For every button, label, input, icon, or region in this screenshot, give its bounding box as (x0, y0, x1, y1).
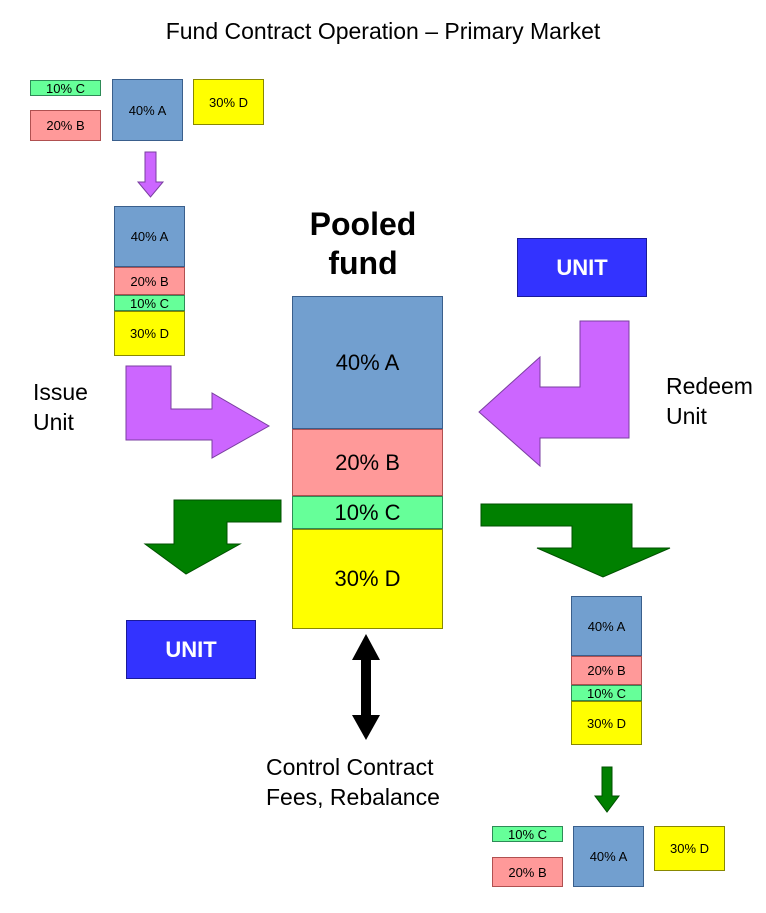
control-contract-label-line2: Fees, Rebalance (266, 784, 440, 810)
redeem-unit-label-line1: Redeem (666, 373, 753, 399)
out-asset-box-b: 20% B (492, 857, 563, 887)
stack-redeem-a: 40% A (571, 596, 642, 656)
stack-issue-b: 20% B (114, 267, 185, 295)
pool-segment-d: 30% D (292, 529, 443, 629)
unit-box-redeem: UNIT (517, 238, 647, 297)
unit-box-issued: UNIT (126, 620, 256, 679)
issue-unit-label-line1: Issue (33, 379, 88, 405)
issue-unit-label-line2: Unit (33, 409, 74, 435)
pool-segment-c: 10% C (292, 496, 443, 529)
stack-redeem-d: 30% D (571, 701, 642, 745)
out-asset-box-a: 40% A (573, 826, 644, 887)
stack-redeem-b: 20% B (571, 656, 642, 685)
pool-segment-a: 40% A (292, 296, 443, 429)
diagram-title: Fund Contract Operation – Primary Market (165, 18, 601, 44)
out-asset-box-d: 30% D (654, 826, 725, 871)
asset-box-d: 30% D (193, 79, 264, 125)
stack-issue-d: 30% D (114, 311, 185, 356)
control-contract-label-line1: Control Contract (266, 754, 434, 780)
pool-segment-b: 20% B (292, 429, 443, 496)
stack-issue-c: 10% C (114, 295, 185, 311)
asset-box-c: 10% C (30, 80, 101, 96)
stack-redeem-c: 10% C (571, 685, 642, 701)
stack-issue-a: 40% A (114, 206, 185, 267)
pooled-fund-title-line2: fund (328, 245, 398, 281)
asset-box-a: 40% A (112, 79, 183, 141)
out-asset-box-c: 10% C (492, 826, 563, 842)
redeem-unit-label-line2: Unit (666, 403, 707, 429)
pooled-fund-title-line1: Pooled (309, 206, 417, 242)
asset-box-b: 20% B (30, 110, 101, 141)
